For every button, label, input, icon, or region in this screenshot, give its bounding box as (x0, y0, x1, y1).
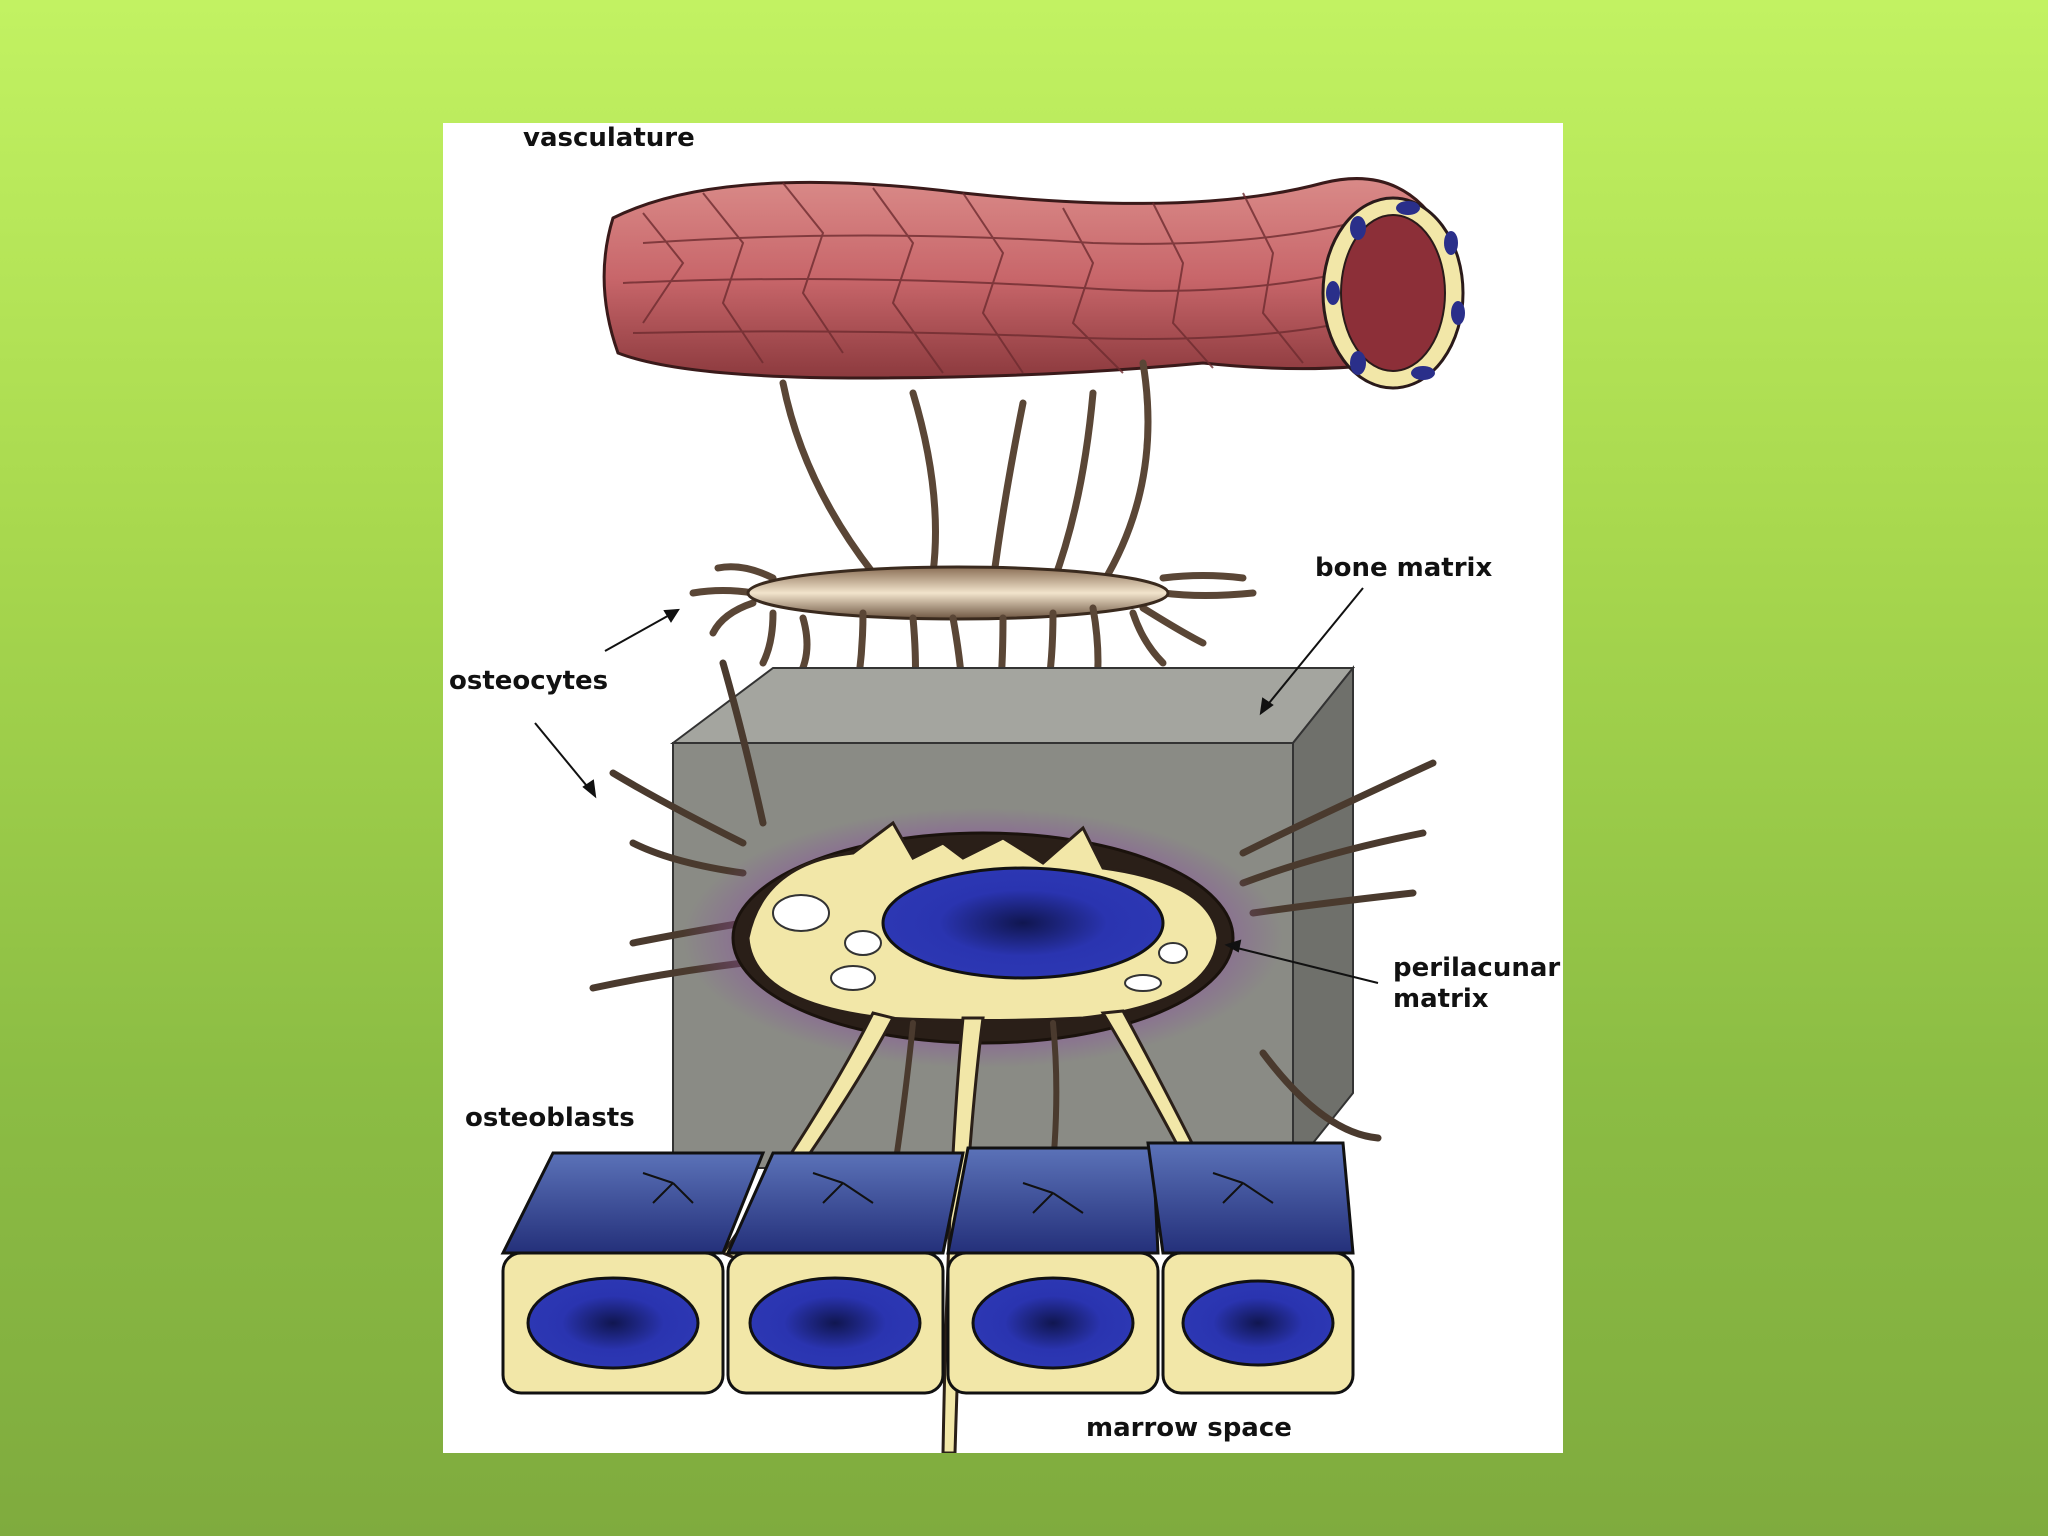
osteoblast-layer (500, 1141, 1355, 1395)
label-bone-matrix: bone matrix (1315, 553, 1493, 583)
label-osteocytes: osteocytes (449, 666, 609, 696)
label-perilacunar-line1: perilacunar (1393, 953, 1561, 983)
label-vasculature: vasculature (523, 123, 695, 153)
label-marrow-space: marrow space (1086, 1413, 1292, 1443)
osteoblast-cell (946, 1146, 1160, 1395)
label-perilacunar-line2: matrix (1393, 984, 1489, 1015)
label-osteoblasts: osteoblasts (465, 1103, 635, 1133)
osteoblast-cell (500, 1151, 766, 1395)
osteoblast-cell (725, 1151, 965, 1395)
diagram-panel: vasculature bone matrix osteocytes peril… (443, 123, 1563, 1453)
label-arrows (534, 587, 1379, 984)
osteocyte-dendrites-upper (779, 359, 1152, 587)
osteocyte-network-diagram (500, 177, 1465, 1453)
label-perilacunar-matrix: perilacunar matrix (1393, 953, 1560, 1015)
osteoblast-cell (1146, 1141, 1355, 1395)
blood-vessel (602, 177, 1465, 390)
